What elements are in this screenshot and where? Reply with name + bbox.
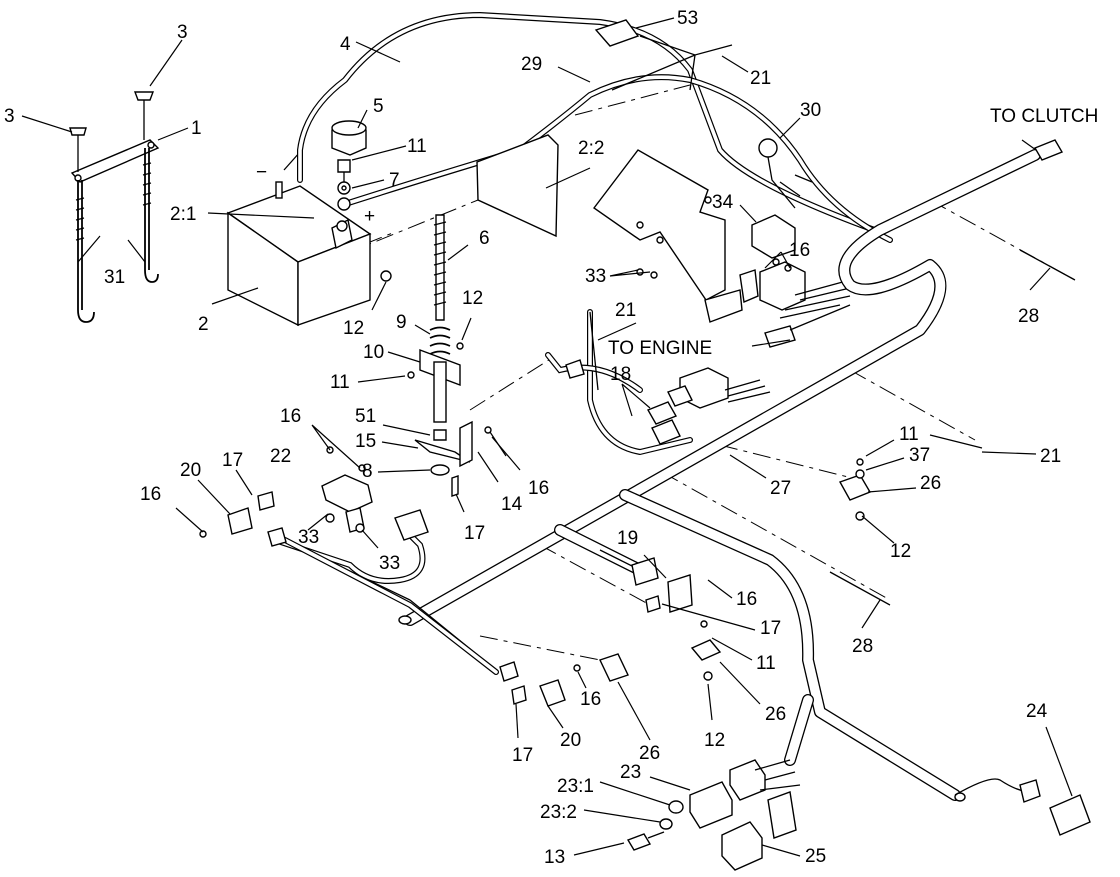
callout-2-2: 2:2 [578,138,604,159]
callout-2: 2 [198,314,209,335]
callout-16: 16 [789,240,810,261]
callout-16: 16 [736,589,757,610]
callout-15: 15 [355,431,376,452]
callout-34: 34 [712,192,734,213]
callout-23-1: 23:1 [557,776,594,797]
callout-10: 10 [363,342,384,363]
callout-11: 11 [756,653,776,674]
callout-24: 24 [1026,701,1048,722]
seat-switch-assembly [407,214,492,497]
callout-17: 17 [512,745,533,766]
lower-left-parts [199,138,1076,707]
callout-11: 11 [899,424,919,445]
to-clutch-label: TO CLUTCH [990,106,1098,127]
callout-14: 14 [501,494,523,515]
callout-3: 3 [4,106,15,127]
to-engine-label: TO ENGINE [608,338,712,359]
callout-12: 12 [704,730,725,751]
callout-28: 28 [1018,306,1039,327]
callout-4: 4 [340,34,351,55]
callout-20: 20 [560,730,581,751]
battery-hold-down [69,91,160,323]
callout-16: 16 [280,406,301,427]
callout-8: 8 [362,461,373,482]
callout-51: 51 [355,406,376,427]
callout-29: 29 [521,54,542,75]
callout-37: 37 [909,445,930,466]
callout-1: 1 [191,118,202,139]
callout-21: 21 [615,300,636,321]
callout-12: 12 [462,288,483,309]
callout-20: 20 [180,460,201,481]
callout-11: 11 [407,136,427,157]
callout-7: 7 [389,170,400,191]
relay-mount-plate [593,149,851,348]
callout-28: 28 [852,636,873,657]
callout-16: 16 [140,484,161,505]
battery: − + [226,151,392,327]
callout-21: 21 [1040,446,1061,467]
circuit-breaker [331,120,367,211]
callout-19: 19 [617,528,638,549]
callout-12: 12 [890,541,911,562]
callout-25: 25 [805,846,826,867]
callout-16: 16 [580,689,601,710]
callouts: 3 3 1 4 53 21 29 5 11 7 2:2 30 2:1 31 6 … [4,8,1061,868]
callout-21: 21 [750,68,771,89]
callout-33: 33 [298,527,319,548]
callout-12: 12 [343,318,364,339]
battery-cover [476,134,559,238]
callout-30: 30 [800,100,821,121]
leader-lines [21,17,1073,857]
callout-13: 13 [544,847,565,868]
callout-23-2: 23:2 [540,802,577,823]
callout-5: 5 [373,96,384,117]
callout-17: 17 [222,450,243,471]
callout-26: 26 [920,473,941,494]
callout-17: 17 [760,618,781,639]
callout-18: 18 [610,364,631,385]
callout-11: 11 [330,372,350,393]
callout-6: 6 [479,228,490,249]
callout-2-1: 2:1 [170,204,196,225]
callout-26: 26 [639,743,660,764]
plus-sign: + [364,206,375,227]
callout-33: 33 [379,553,400,574]
callout-53: 53 [677,8,698,29]
minus-sign: − [256,162,267,183]
callout-26: 26 [765,704,786,725]
callout-33: 33 [585,266,606,287]
callout-16: 16 [528,478,549,499]
callout-17: 17 [464,523,485,544]
callout-3: 3 [177,22,188,43]
callout-9: 9 [396,312,407,333]
callout-27: 27 [770,478,791,499]
callout-23: 23 [620,762,641,783]
callout-22: 22 [270,446,291,467]
battery-cables [297,11,893,243]
callout-31: 31 [104,267,125,288]
